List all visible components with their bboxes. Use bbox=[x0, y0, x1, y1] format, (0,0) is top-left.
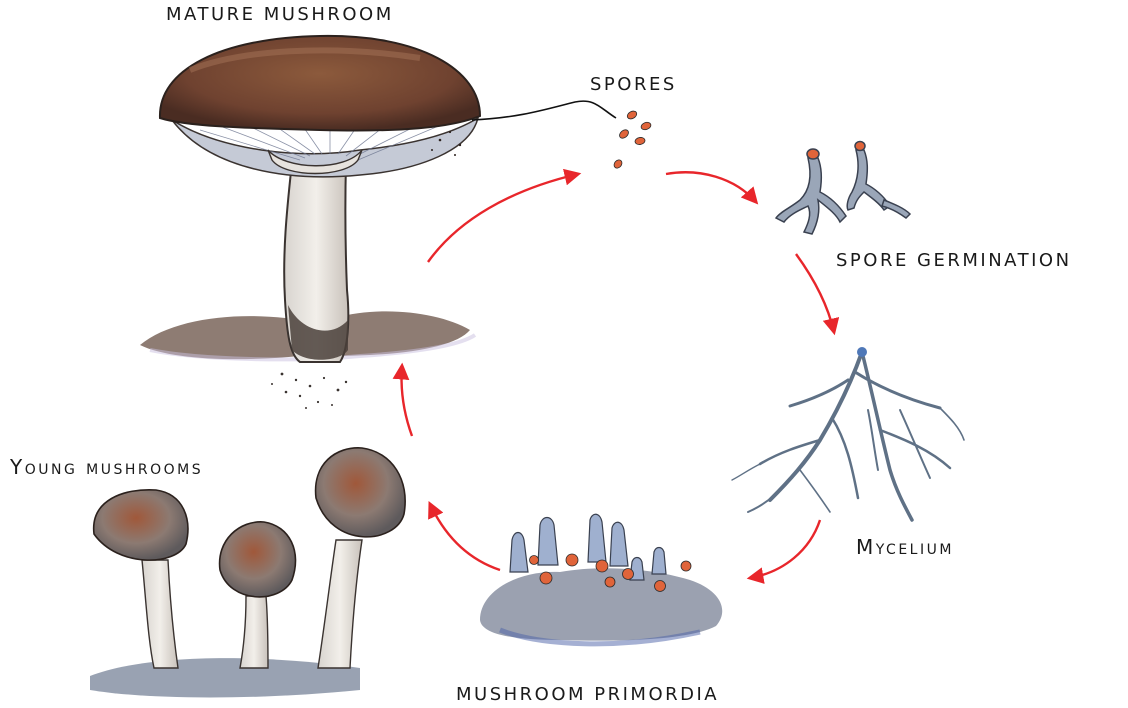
label-mycelium: Mycelium bbox=[856, 537, 954, 557]
spore-connector-line bbox=[472, 101, 616, 120]
spore-germination-illustration bbox=[776, 142, 910, 235]
arrow-mature-to-spores bbox=[428, 174, 578, 262]
label-spores: SPORES bbox=[590, 76, 677, 94]
label-young-mushrooms: Young mushrooms bbox=[10, 457, 203, 477]
arrow-spores-to-germination bbox=[666, 172, 756, 202]
arrow-primordia-to-young bbox=[430, 504, 500, 570]
label-spore-germination: SPORE GERMINATION bbox=[836, 252, 1072, 270]
label-mushroom-primordia: MUSHROOM PRIMORDIA bbox=[456, 686, 719, 704]
mushroom-primordia-illustration bbox=[480, 514, 722, 644]
young-mushrooms-illustration bbox=[90, 448, 405, 698]
arrow-mycelium-to-primordia bbox=[750, 520, 820, 578]
label-mature-mushroom: MATURE MUSHROOM bbox=[166, 6, 394, 24]
spores-illustration bbox=[612, 109, 651, 169]
cycle-arrows bbox=[401, 172, 834, 578]
arrow-germination-to-mycelium bbox=[796, 254, 834, 332]
arrow-young-to-mature bbox=[401, 366, 412, 436]
mycelium-illustration bbox=[732, 347, 964, 520]
mature-mushroom-illustration bbox=[140, 36, 480, 409]
